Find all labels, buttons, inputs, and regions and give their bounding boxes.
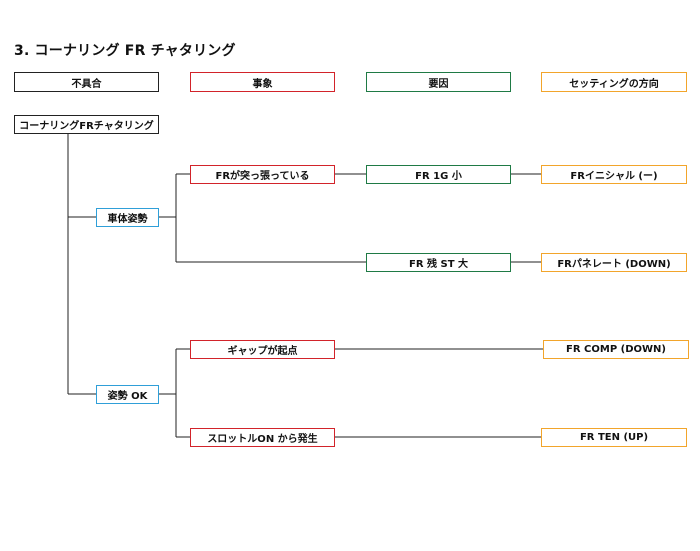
root-node: コーナリングFRチャタリング (14, 115, 159, 134)
node-fr-1g-small: FR 1G 小 (366, 165, 511, 184)
node-posture-ok: 姿勢 OK (96, 385, 159, 404)
node-fr-remaining-st-large: FR 残 ST 大 (366, 253, 511, 272)
node-fr-comp: FR COMP (DOWN) (543, 340, 689, 359)
node-fr-ten: FR TEN (UP) (541, 428, 687, 447)
header-setting-direction: セッティングの方向 (541, 72, 687, 92)
node-vehicle-posture: 車体姿勢 (96, 208, 159, 227)
node-throttle-on: スロットルON から発生 (190, 428, 335, 447)
node-gap-occurs: ギャップが起点 (190, 340, 335, 359)
header-symptom: 不具合 (14, 72, 159, 92)
node-fr-stiff: FRが突っ張っている (190, 165, 335, 184)
node-fr-initial: FRイニシャル (ー) (541, 165, 687, 184)
header-cause: 要因 (366, 72, 511, 92)
page-title: 3. コーナリング FR チャタリング (14, 43, 236, 59)
header-phenomenon: 事象 (190, 72, 335, 92)
node-fr-panel-rate: FRパネレート (DOWN) (541, 253, 687, 272)
